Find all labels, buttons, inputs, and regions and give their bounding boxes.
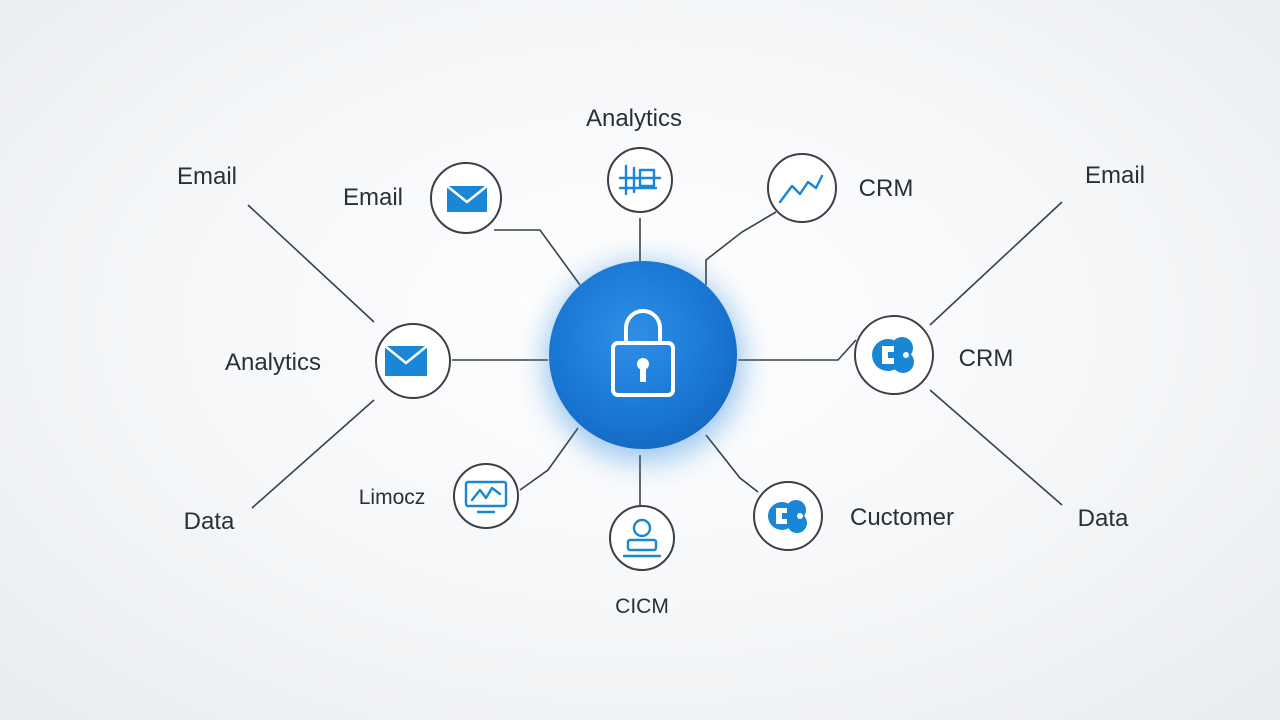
label-cicm-bottom: CICM (615, 595, 669, 618)
label-limocz: Limocz (359, 486, 426, 509)
label-crm-top-right: CRM (859, 175, 914, 202)
edge-mail-to-data-left (251, 399, 375, 509)
user-node-ring (609, 505, 675, 571)
label-analytics-left: Analytics (225, 349, 321, 376)
monitor-node[interactable] (453, 463, 519, 529)
edge-email-left-to-mail (247, 204, 375, 323)
email-node[interactable] (430, 162, 502, 234)
hub-circle (549, 261, 737, 449)
edge-email-to-hub (494, 229, 581, 286)
cloud-puzzle-icon (872, 337, 914, 373)
crm-right-node[interactable] (854, 315, 934, 395)
label-analytics-top: Analytics (586, 105, 682, 132)
connector-lines (247, 201, 1063, 509)
monitor-icon (464, 480, 508, 514)
label-data-bottom-right: Data (1078, 505, 1129, 532)
envelope-icon (384, 345, 428, 376)
label-customer: Cuctomer (850, 504, 954, 531)
user-node[interactable] (609, 505, 675, 571)
edge-hub-to-monitor (519, 427, 579, 491)
label-email-top-right: Email (1085, 162, 1145, 189)
customer-node[interactable] (753, 481, 823, 551)
edge-hub-to-customer (705, 434, 759, 493)
edge-crm-to-hub (705, 211, 777, 285)
crm-trend-node-ring (767, 153, 837, 223)
user-device-icon (622, 518, 662, 558)
analytics-node[interactable] (607, 147, 673, 213)
envelope-icon (446, 185, 488, 212)
lock-icon (611, 309, 675, 397)
analytics-panel-icon (618, 164, 662, 196)
edge-crm-right-to-data (929, 389, 1063, 506)
mail-left-node[interactable] (375, 323, 451, 399)
label-data-bottom-left: Data (184, 508, 235, 535)
trend-line-icon (778, 174, 824, 204)
label-email-top-left: Email (177, 163, 237, 190)
labels: Analytics Email Email CRM Email Analytic… (177, 105, 1145, 618)
edge-crm-right-to-email (929, 201, 1063, 326)
crm-trend-node[interactable] (767, 153, 837, 223)
cloud-puzzle-icon (768, 500, 807, 533)
hub-node[interactable] (544, 261, 744, 462)
label-crm-right: CRM (959, 345, 1014, 372)
label-email-inner-left: Email (343, 184, 403, 211)
edge-hub-to-crm-right (738, 339, 857, 361)
